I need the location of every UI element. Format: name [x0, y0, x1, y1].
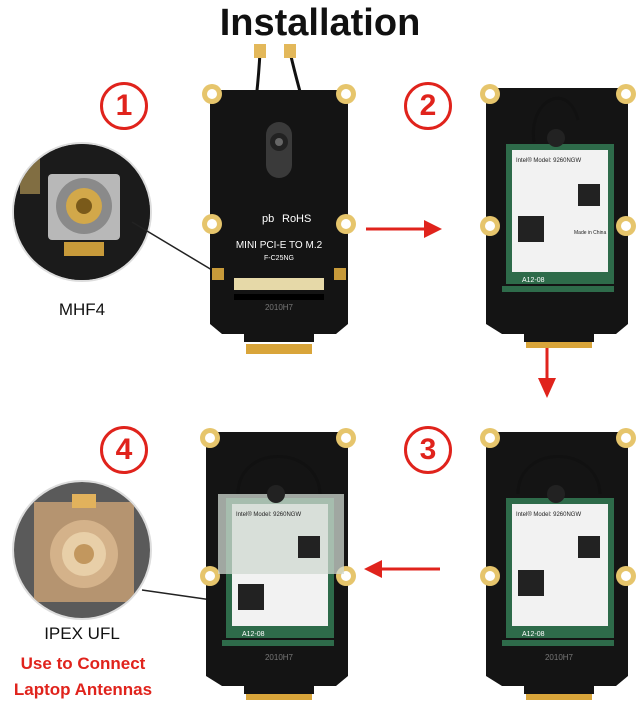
pointer-line-4	[141, 589, 213, 601]
note-line-2: Laptop Antennas	[13, 680, 153, 699]
card-label-step3: Intel® Model: 9260NGW	[516, 511, 581, 518]
ipex-label: IPEX UFL	[44, 624, 120, 643]
page-title: Installation	[219, 2, 421, 44]
adapter-silk-4: 2010H7	[265, 653, 294, 662]
card-origin-step2: Made in China	[574, 230, 606, 236]
card-slot-step3: A12-08	[522, 631, 545, 638]
step-number-3: 3	[404, 426, 452, 474]
adapter-rohs: RoHS	[282, 213, 311, 225]
adapter-name: MINI PCI-E TO M.2	[236, 240, 323, 251]
adapter-model: F-C25NG	[264, 255, 294, 262]
pointer-line-1	[131, 221, 213, 271]
adapter-board-step3: Intel® Model: 9260NGW A12-08 2010H7	[480, 428, 636, 700]
adapter-silk-1: 2010H7	[265, 303, 294, 312]
arrow-down-icon	[538, 348, 556, 398]
ipex-zoom-image	[12, 480, 152, 620]
step-number-1: 1	[100, 82, 148, 130]
card-slot-step4: A12-08	[242, 631, 265, 638]
card-label-step4: Intel® Model: 9260NGW	[236, 511, 301, 518]
card-slot-step2: A12-08	[522, 277, 545, 284]
card-label-step2: Intel® Model: 9260NGW	[516, 157, 581, 164]
adapter-board-step2: Intel® Model: 9260NGW Made in China A12-…	[480, 84, 636, 348]
mhf4-label: MHF4	[58, 300, 106, 319]
step-number-2: 2	[404, 82, 452, 130]
adapter-brand: pb	[262, 213, 274, 225]
adapter-silk-3: 2010H7	[545, 653, 574, 662]
arrow-left-icon	[364, 560, 440, 578]
step-number-4: 4	[100, 426, 148, 474]
adapter-board-step4: Intel® Model: 9260NGW A12-08 2010H7	[200, 428, 356, 700]
mhf4-zoom-image	[12, 142, 152, 282]
arrow-right-icon	[366, 220, 442, 238]
adapter-board-step1: pb RoHS MINI PCI-E TO M.2 F-C25NG 2010H7	[202, 44, 356, 354]
note-line-1: Use to Connect	[20, 654, 146, 673]
